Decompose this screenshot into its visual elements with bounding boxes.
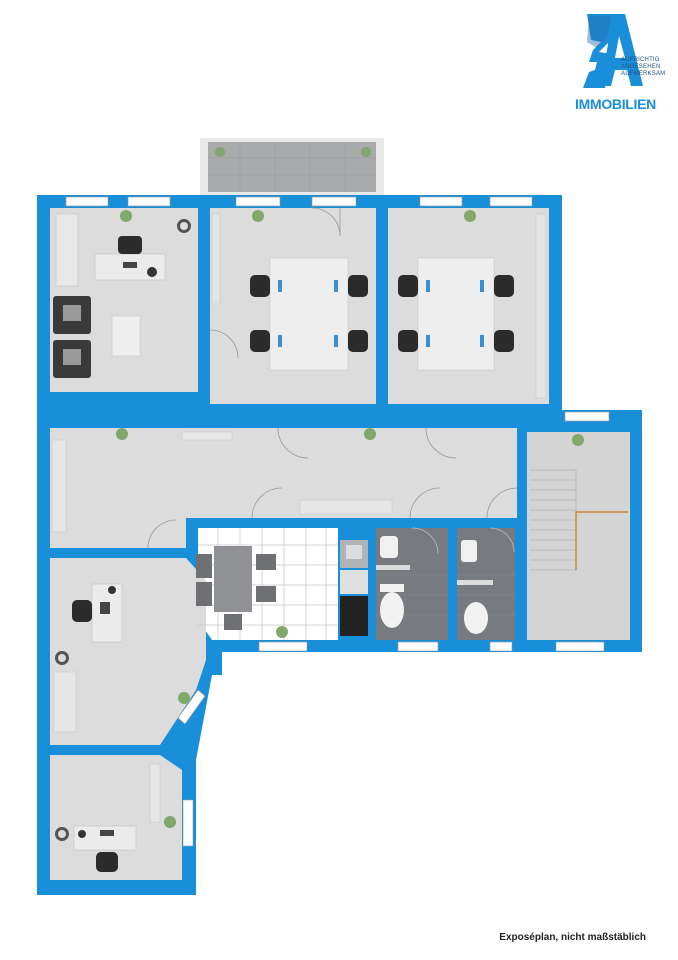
office-top-left-furniture: [53, 210, 191, 378]
room-floors: [50, 208, 630, 880]
office-chair-icon: [250, 275, 270, 297]
balcony: [200, 138, 384, 195]
bathroom-fixtures: [380, 527, 515, 634]
office-chair-icon: [118, 236, 142, 254]
logo-tagline: AUFRICHTIG ANGESEHEN AUFMERKSAM: [621, 57, 666, 78]
office-top-middle-furniture: [209, 207, 368, 371]
office-chair-icon: [398, 330, 418, 352]
logo-mark: [583, 14, 643, 88]
chair-icon: [256, 554, 276, 570]
handrail: [575, 511, 628, 570]
door-swing: [147, 519, 177, 549]
plant-icon: [361, 147, 371, 157]
coffee-table: [111, 315, 141, 357]
office-chair-icon: [72, 600, 92, 622]
staircase: [527, 432, 630, 640]
office-chair-icon: [398, 275, 418, 297]
chair-icon: [256, 586, 276, 602]
chair-icon: [196, 554, 212, 578]
dining-table: [214, 546, 252, 612]
door-swing: [425, 427, 457, 459]
tagline-line-1: AUFRICHTIG: [621, 57, 660, 63]
door-swing: [251, 487, 283, 519]
door-swing: [411, 527, 439, 555]
desk: [417, 257, 495, 371]
door-swing: [209, 329, 239, 359]
toilet-icon: [380, 592, 404, 628]
office-chair-icon: [494, 275, 514, 297]
washbasin-icon: [380, 536, 398, 558]
plan-disclaimer: Exposéplan, nicht maßstäblich: [499, 932, 646, 943]
chair-icon: [224, 614, 242, 630]
office-lower-left-furniture: [53, 583, 190, 733]
plant-icon: [252, 210, 264, 222]
desk: [269, 257, 349, 371]
door-swing: [277, 427, 309, 459]
plant-icon: [116, 428, 128, 440]
office-top-right-furniture: [398, 210, 547, 399]
tagline-line-2: ANGESEHEN: [621, 64, 661, 70]
plant-icon: [178, 692, 190, 704]
door-swing: [409, 487, 441, 519]
hallway-details: [51, 427, 518, 549]
plant-icon: [120, 210, 132, 222]
office-bottom-left-furniture: [55, 763, 176, 872]
stove-icon: [340, 596, 368, 636]
plant-icon: [215, 147, 225, 157]
plant-icon: [364, 428, 376, 440]
office-chair-icon: [250, 330, 270, 352]
office-chair-icon: [494, 330, 514, 352]
partition-walls: [37, 208, 562, 755]
door-swing: [489, 527, 515, 553]
toilet-icon: [464, 602, 488, 634]
plant-icon: [572, 434, 584, 446]
desk: [73, 825, 137, 851]
logo-brand: IMMOBILIEN: [575, 96, 656, 112]
washbasin-icon: [461, 540, 477, 562]
office-chair-icon: [348, 330, 368, 352]
office-chair-icon: [96, 852, 118, 872]
door-swing: [486, 487, 518, 519]
chair-icon: [196, 582, 212, 606]
plant-icon: [276, 626, 288, 638]
staircase-steps: [530, 434, 628, 571]
tagline-line-3: AUFMERKSAM: [621, 71, 666, 77]
plant-icon: [464, 210, 476, 222]
office-chair-icon: [348, 275, 368, 297]
company-logo: AUFRICHTIG ANGESEHEN AUFMERKSAM IMMOBILI…: [575, 12, 665, 120]
kitchen-furniture: [196, 540, 368, 638]
plant-icon: [164, 816, 176, 828]
